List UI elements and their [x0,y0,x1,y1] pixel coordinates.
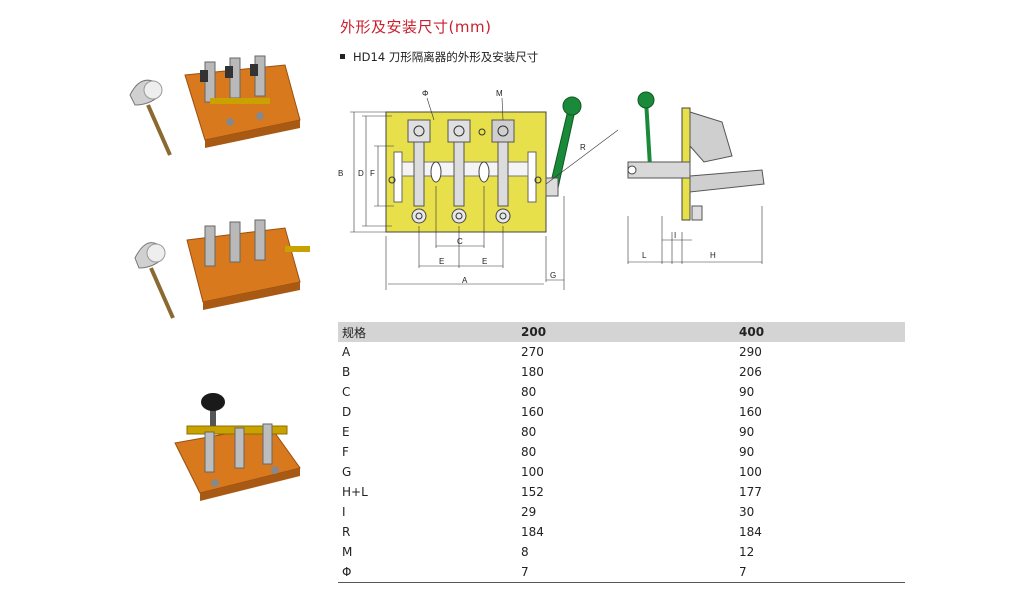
dim-c-label: C [457,237,463,246]
cell-400: 184 [739,525,762,539]
row-label: B [342,365,351,379]
row-label: A [342,345,351,359]
row-label: I [342,505,346,519]
dim-f-label: F [370,169,375,178]
cell-400: 7 [735,562,905,583]
header-200: 200 [517,322,735,342]
cell-200: 270 [521,345,544,359]
cell-200: 184 [521,525,544,539]
cell-200: 180 [521,365,544,379]
cell-400: 30 [739,505,755,519]
dim-g-label: G [550,271,556,280]
dim-b-label: B [338,169,343,178]
header-spec: 规格 [338,322,517,342]
cell-200: 29 [521,505,537,519]
cell-400: 100 [739,465,762,479]
section-subtitle: HD14 刀形隔离器的外形及安装尺寸 [340,49,538,65]
product-photo-side-handle [129,55,301,156]
cell-200: 7 [517,562,735,583]
row-label: F [342,445,349,459]
cell-400: 12 [739,545,755,559]
product-photo-top-handle [174,393,301,501]
table-row: B 180 206 [338,362,905,382]
cell-200: 80 [521,385,537,399]
cell-400: 177 [739,485,762,499]
spec-table: 规格 200 400 A 270 290 B 180 206 C 80 90 D 160 160… [338,322,905,583]
cell-400: 90 [739,445,755,459]
table-row: D 160 160 [338,402,905,422]
dim-r-label: R [580,143,586,152]
cell-400: 90 [739,385,755,399]
cell-200: 8 [521,545,529,559]
dimension-drawing: B D F A C E E G R Φ M L I H [338,89,765,290]
dim-phi-label: Φ [422,89,428,98]
row-label: C [342,385,351,399]
row-label: G [342,465,352,479]
cell-200: 152 [521,485,544,499]
cell-400: 160 [739,405,762,419]
section-subtitle-text: HD14 刀形隔离器的外形及安装尺寸 [353,50,539,64]
dim-d-label: D [358,169,364,178]
bullet-square-icon [340,54,345,59]
table-row: R 184 184 [338,522,905,542]
cell-200: 80 [521,445,537,459]
table-row: I 29 30 [338,502,905,522]
row-label: E [342,425,350,439]
cell-400: 90 [739,425,755,439]
row-label: R [342,525,351,539]
dim-e2-label: E [482,257,487,266]
table-row: G 100 100 [338,462,905,482]
table-row: A 270 290 [338,342,905,362]
dim-i-label: I [674,231,676,240]
table-row: C 80 90 [338,382,905,402]
dim-e1-label: E [439,257,444,266]
cell-400: 206 [739,365,762,379]
row-label: H+L [342,485,368,499]
table-row: F 80 90 [338,442,905,462]
row-label: D [342,405,352,419]
product-photo-extended-handle [134,219,310,319]
dim-h-label: H [710,251,716,260]
dim-m-label: M [496,89,503,98]
cell-400: 290 [739,345,762,359]
cell-200: 160 [521,405,544,419]
table-header-row: 规格 200 400 [338,322,905,342]
dim-l-label: L [642,251,647,260]
row-label: M [342,545,353,559]
dim-a-label: A [462,276,468,285]
table-row: M 8 12 [338,542,905,562]
table-row: H+L 152 177 [338,482,905,502]
page-title: 外形及安装尺寸(mm) [340,18,492,36]
header-400: 400 [735,322,905,342]
table-row: E 80 90 [338,422,905,442]
cell-200: 100 [521,465,544,479]
cell-200: 80 [521,425,537,439]
row-label: Φ [338,562,517,583]
